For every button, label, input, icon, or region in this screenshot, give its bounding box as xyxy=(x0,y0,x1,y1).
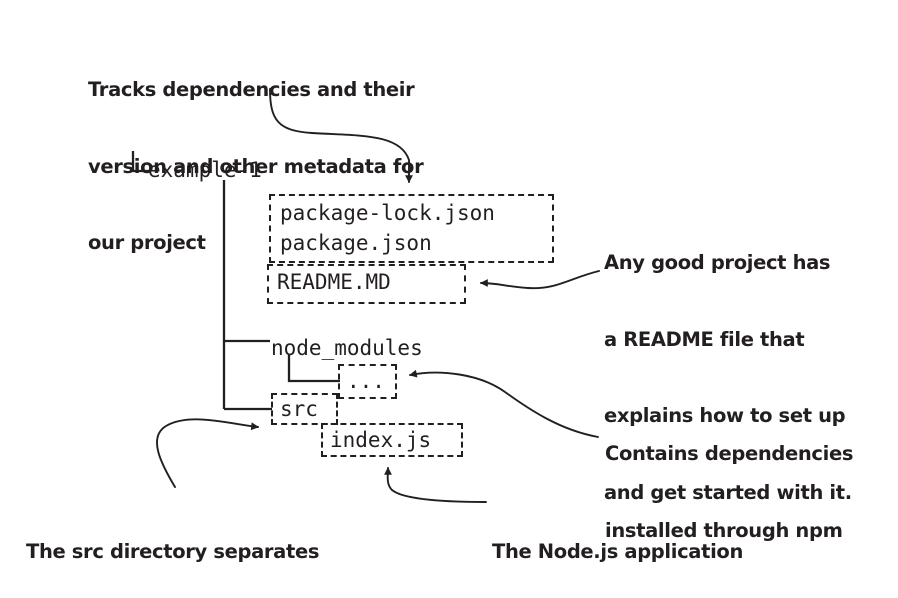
annotation-index-entry: The Node.js application entry point xyxy=(492,488,743,598)
leader-readme xyxy=(479,270,600,290)
readme-file-box xyxy=(267,264,466,304)
tree-node-readme-md: README.MD xyxy=(277,270,391,294)
ellipsis-box xyxy=(338,364,397,399)
annotation-line: Any good project has xyxy=(604,251,831,274)
leader-src xyxy=(156,418,259,488)
annotation-line: our project xyxy=(88,231,206,254)
annotation-line: The Node.js application xyxy=(492,540,743,563)
tree-node-node-modules: node_modules xyxy=(271,336,423,360)
annotation-line: a README file that xyxy=(604,327,805,351)
tree-node-package-json: package.json xyxy=(280,231,432,255)
annotation-line: Contains dependencies xyxy=(605,442,854,465)
tree-node-package-lock-json: package-lock.json xyxy=(280,201,495,225)
index-file-box xyxy=(321,423,463,457)
annotation-line: version and other metadata for xyxy=(88,154,424,178)
annotation-line: installed through npm xyxy=(605,518,843,542)
annotation-line: explains how to set up xyxy=(604,404,846,427)
tree-node-ellipsis: ... xyxy=(347,369,385,393)
annotation-line: and get started with it. xyxy=(604,480,852,504)
leader-index xyxy=(384,466,487,503)
tree-node-index-js: index.js xyxy=(330,428,432,452)
annotation-readme: Any good project has a README file that … xyxy=(604,199,852,556)
annotation-src-directory: The src directory separates our source c… xyxy=(26,488,338,598)
annotation-node-modules: Contains dependencies installed through … xyxy=(605,390,853,594)
annotation-line: Tracks dependencies and their xyxy=(88,78,415,101)
annotation-package-files: Tracks dependencies and their version an… xyxy=(88,26,424,307)
package-files-box xyxy=(269,194,554,263)
tree-node-example-1: example-1 xyxy=(148,158,262,182)
annotation-line: The src directory separates xyxy=(26,540,320,563)
tree-node-src: src xyxy=(280,397,318,421)
src-directory-box xyxy=(271,393,338,425)
